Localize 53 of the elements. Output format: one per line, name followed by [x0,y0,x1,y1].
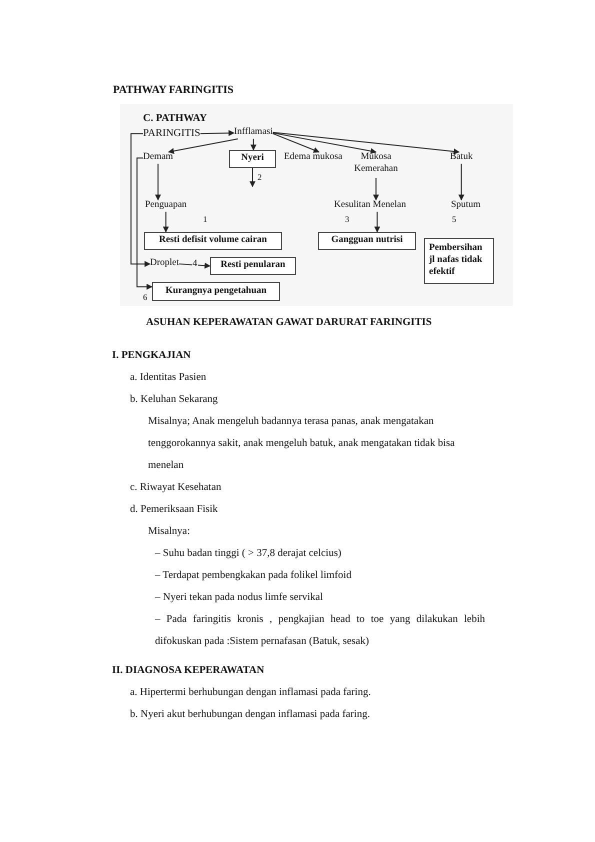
arrow [250,138,256,151]
list-item: – Terdapat pembengkakan pada folikel limfoid [155,569,352,583]
callout-number: 2 [252,172,262,187]
node-text: Droplet [150,258,180,270]
callout-number: 6 [143,292,148,302]
list-item: d. Pemeriksaan Fisik [130,503,218,517]
list-item: a. Hipertermi berhubungan dengan inflamasi pada faring. [130,686,371,700]
callout-number: 5 [452,214,456,224]
arrow [178,262,211,269]
process-box: Gangguan nutrisi [318,232,416,250]
list-item: c. Riwayat Kesehatan [130,481,222,495]
section-heading: C. PATHWAY [143,112,207,126]
arrow [272,132,460,154]
process-box: Kurangnya pengetahuan [152,282,280,301]
node-text: Kesulitan Menelan [334,200,406,212]
list-item: – Nyeri tekan pada nodus limfe servikal [155,591,323,605]
node-text: Batuk [450,152,473,164]
document-heading: ASUHAN KEPERAWATAN GAWAT DARURAT FARINGITIS [146,316,432,330]
callout-number: 1 [203,214,208,224]
node-text: PARINGITIS [143,127,200,140]
list-item: – Pada faringitis kronis , pengkajian head to toe yang dilakukan lebih difokuskan pada :Sistem pernafasan (Batuk, sesak) [155,613,485,649]
paragraph: Misalnya: [148,525,190,539]
node-text: Demam [143,152,174,164]
arrow [373,178,379,201]
arrow [155,163,162,201]
process-box: Resti defisit volume cairan [144,232,282,250]
arrow [200,130,235,136]
process-box: Resti penularan [210,257,296,275]
arrow [250,168,256,188]
arrow [272,132,377,154]
section-heading: II. DIAGNOSA KEPERAWATAN [112,664,264,678]
paragraph: Misalnya; Anak mengeluh badannya terasa panas, anak mengatakan tenggorokannya sakit, anak mengeluh batuk, anak mengatakan tidak bisa menelan [148,415,456,473]
page-title: PATHWAY FARINGITIS [113,83,234,98]
arrow [130,133,151,267]
callout-number: 3 [345,214,350,224]
process-box: Nyeri [229,150,276,168]
section-heading: I. PENGKAJIAN [112,349,191,363]
list-item: b. Nyeri akut berhubungan dengan inflamasi pada faring. [130,708,370,722]
node-text: Sputum [451,200,481,212]
node-text: Infflamasi [234,127,273,139]
list-item: b. Keluhan Sekarang [130,393,218,407]
list-item: a. Identitas Pasien [130,371,206,385]
node-text: Penguapan [145,200,187,212]
node-text: Mukosa Kemerahan [352,152,400,178]
process-box: Pembersihan jl nafas tidak efektif [424,238,494,284]
list-item: – Suhu badan tinggi ( > 37,8 derajat celcius) [155,547,342,561]
arrow [272,133,320,153]
arrow [168,138,238,154]
node-text: Edema mukosa [284,152,342,164]
arrow [458,163,464,201]
arrow [136,157,153,290]
arrow [162,211,169,233]
arrow [374,211,380,233]
